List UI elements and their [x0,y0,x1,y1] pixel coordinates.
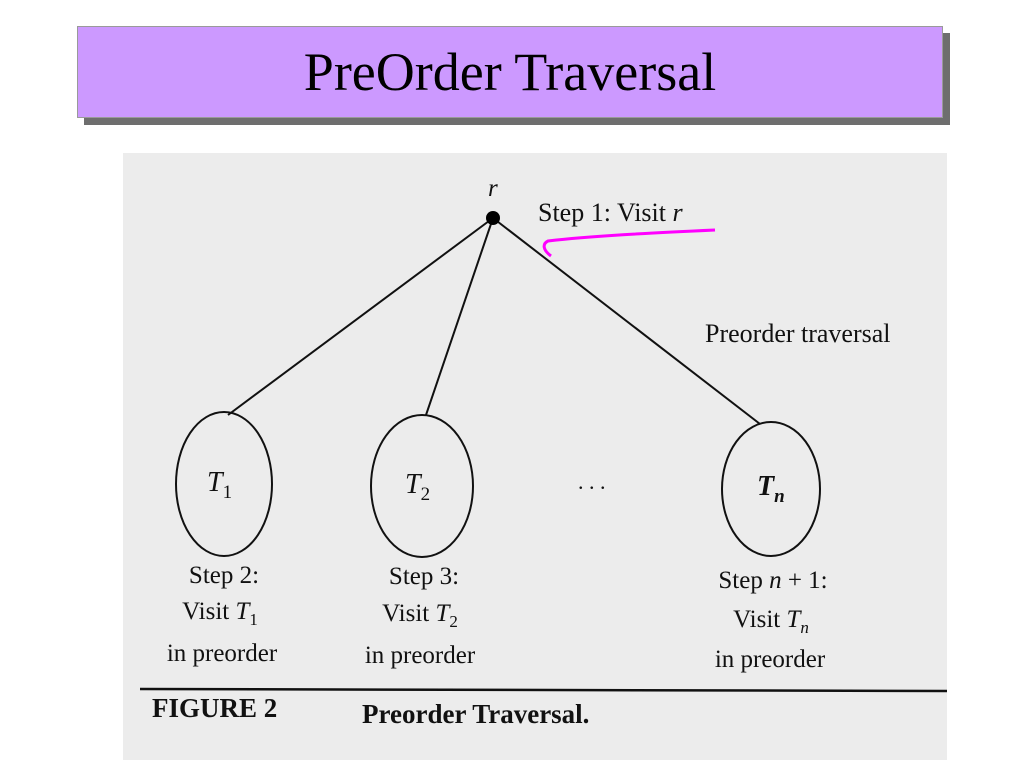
title-bar: PreOrder Traversal [77,26,943,118]
edge-root-tn [492,217,761,425]
subtree-t2-step: Step 3: [389,563,459,590]
figure-label: FIGURE 2 [152,693,277,723]
subtree-t1-mode: in preorder [167,640,278,667]
figure-scan [123,153,947,760]
subtree-t2-name: T2 [405,469,430,505]
subtree-tn-visit: Visit Tn [733,606,809,637]
step1-label: Step 1: Visit r [538,198,683,227]
subtree-tn-step: Step n + 1: [718,567,827,594]
figure-caption: Preorder Traversal. [362,699,589,729]
subtree-t2-mode: in preorder [365,642,476,669]
subtree-tn-mode: in preorder [715,646,826,673]
subtree-tn-name: Tn [757,471,785,507]
subtree-t2-visit: Visit T2 [382,600,458,631]
slide-title: PreOrder Traversal [303,42,717,102]
root-label: r [488,175,498,202]
subtree-t1 [175,411,273,557]
annotation-underline [542,228,716,258]
subtree-tn [721,421,821,557]
root-node [486,211,500,225]
edge-root-t2 [425,217,494,416]
subtree-t1-name: T1 [207,467,232,503]
subtree-t1-visit: Visit T1 [182,598,258,629]
subtree-t2 [370,414,474,558]
subtree-t1-step: Step 2: [189,562,259,589]
traversal-label: Preorder traversal [705,319,891,348]
caption-rule [139,687,948,693]
ellipsis: . . . [578,469,606,494]
edge-root-t1 [227,217,494,416]
